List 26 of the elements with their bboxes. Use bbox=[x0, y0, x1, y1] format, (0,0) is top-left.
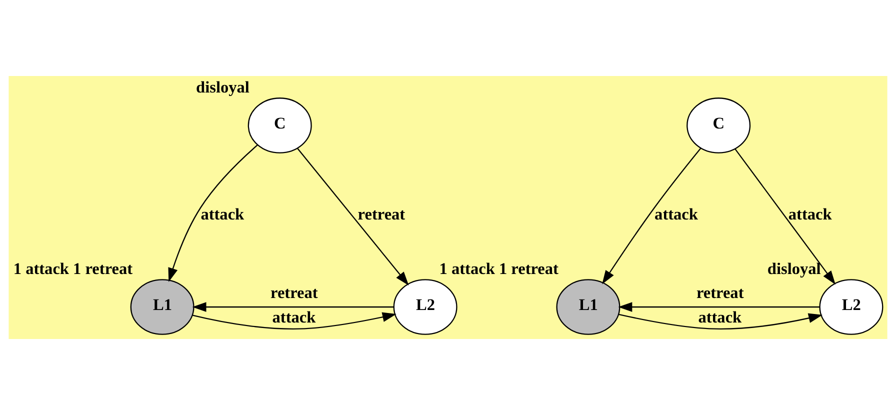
edge-label: attack bbox=[698, 306, 742, 326]
arrow bbox=[168, 144, 258, 282]
arrow bbox=[296, 147, 409, 285]
node-ellipse: L2 bbox=[393, 278, 458, 334]
node-label: 1 attack 1 retreat bbox=[13, 258, 133, 278]
edge-label: retreat bbox=[696, 282, 744, 302]
node-ellipse: L2 bbox=[819, 278, 884, 334]
arrow bbox=[192, 302, 394, 312]
edge-label: attack bbox=[200, 204, 244, 223]
arrow bbox=[602, 147, 702, 284]
node-ellipse: L1 bbox=[556, 278, 620, 334]
edge-label: retreat bbox=[358, 204, 406, 223]
edge-label: attack bbox=[654, 204, 698, 223]
edge-label: attack bbox=[788, 204, 832, 223]
node-label: 1 attack 1 retreat bbox=[439, 258, 558, 278]
arrow bbox=[618, 312, 823, 329]
node-ellipse: C bbox=[686, 97, 751, 153]
node-ellipse: L1 bbox=[130, 278, 194, 334]
edge-label: retreat bbox=[270, 282, 318, 302]
arrow bbox=[618, 302, 820, 312]
arrow bbox=[734, 148, 836, 284]
edge-label: attack bbox=[272, 306, 316, 326]
node-ellipse: C bbox=[248, 97, 312, 153]
node-label: disloyal bbox=[196, 77, 250, 96]
node-label: disloyal bbox=[767, 258, 821, 278]
arrow bbox=[192, 312, 396, 329]
